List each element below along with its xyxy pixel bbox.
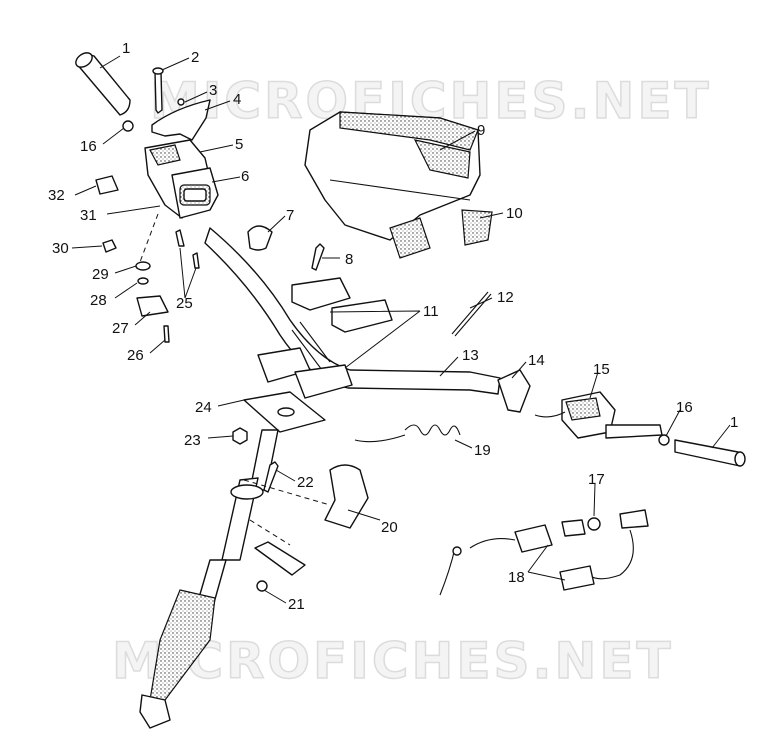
throttle-lever (151, 99, 211, 141)
callout-30: 30 (52, 240, 69, 257)
brake-housing (534, 391, 663, 439)
callout-27: 27 (112, 320, 129, 337)
callout-24: 24 (195, 399, 212, 416)
callout-6: 6 (241, 168, 249, 185)
callout-19: 19 (474, 442, 491, 459)
coil-cord (354, 424, 461, 443)
pin-and-nut (152, 67, 185, 114)
callout-28: 28 (90, 292, 107, 309)
callout-7: 7 (286, 207, 294, 224)
right-grip (674, 439, 746, 467)
callout-14: 14 (528, 352, 545, 369)
leader-lines (71, 55, 731, 604)
callout-3: 3 (209, 82, 217, 99)
callout-16-right: 16 (676, 399, 693, 416)
callout-5: 5 (235, 136, 243, 153)
callout-8: 8 (345, 251, 353, 268)
callout-22: 22 (297, 474, 314, 491)
lever-bracket (497, 369, 531, 413)
headlight-pod (304, 111, 493, 259)
screw-8 (311, 243, 325, 271)
zip-tie (451, 291, 492, 337)
handlebar (204, 227, 501, 395)
left-grip (75, 52, 134, 132)
left-small-parts (95, 175, 200, 343)
callout-20: 20 (381, 519, 398, 536)
callout-23: 23 (184, 432, 201, 449)
callout-29: 29 (92, 266, 109, 283)
callout-26: 26 (127, 347, 144, 364)
callout-10: 10 (506, 205, 523, 222)
bushing-21 (254, 541, 306, 576)
callout-18: 18 (508, 569, 525, 586)
callout-25: 25 (176, 295, 193, 312)
callout-2: 2 (191, 49, 199, 66)
throttle-housing (144, 139, 219, 219)
callout-11: 11 (423, 303, 439, 320)
handlebar-clamps-upper (291, 277, 393, 333)
callout-15: 15 (593, 361, 610, 378)
clip-7 (247, 225, 273, 251)
callout-21: 21 (288, 596, 305, 613)
nut-23 (232, 427, 248, 445)
callout-32: 32 (48, 187, 65, 204)
watermark-top: MICROFICHES.NET (150, 72, 712, 130)
callout-1-right: 1 (730, 414, 738, 431)
callout-31: 31 (80, 207, 97, 224)
kill-switch-assembly (439, 509, 649, 596)
callout-4: 4 (233, 91, 241, 108)
steering-post (139, 429, 279, 729)
callout-16-left: 16 (80, 138, 97, 155)
callout-9: 9 (477, 122, 485, 139)
callout-13: 13 (462, 347, 479, 364)
handlebar-clamps-lower (257, 347, 353, 399)
bracket-20 (324, 464, 369, 529)
callout-17: 17 (588, 471, 605, 488)
right-grip-end (658, 434, 670, 446)
callout-1-left: 1 (122, 40, 130, 57)
callout-12: 12 (497, 289, 514, 306)
callout-labels: 1 2 3 4 5 6 7 8 9 10 11 12 13 14 15 16 1… (48, 40, 738, 613)
